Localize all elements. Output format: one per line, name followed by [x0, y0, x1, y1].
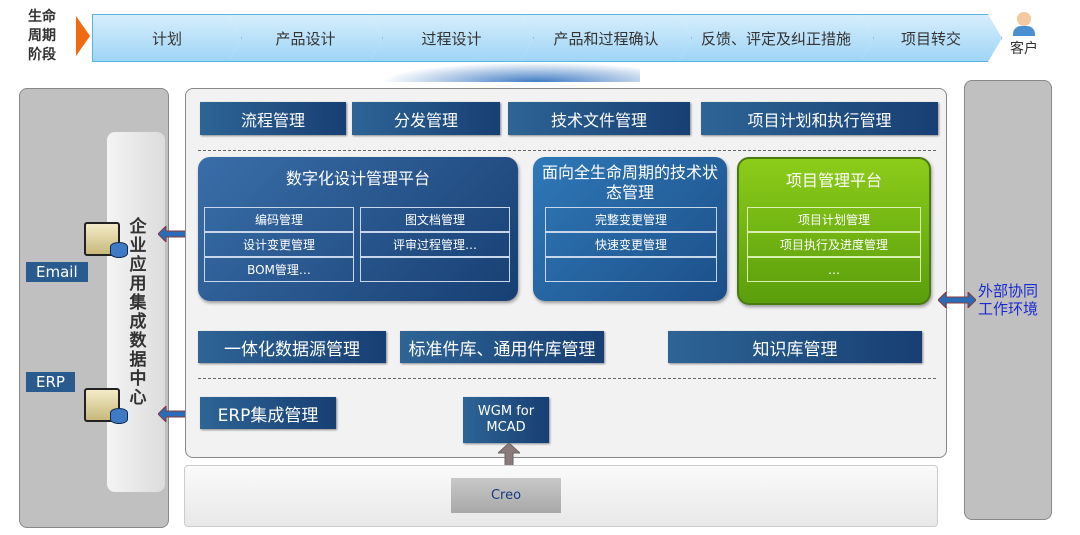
module-item: 设计变更管理 [204, 232, 354, 257]
divider [198, 378, 936, 379]
server-icon [84, 222, 120, 256]
eai-data-center: 企业应用集成数据中心 [107, 132, 165, 492]
double-arrow-icon [158, 226, 196, 242]
module-item [360, 257, 510, 282]
double-arrow-icon [938, 292, 976, 308]
stage-process-design: 过程设计 [369, 14, 534, 62]
module-item: 项目执行及进度管理 [747, 232, 921, 257]
module-item: BOM管理… [204, 257, 354, 282]
arrow-icon [76, 16, 90, 56]
module-item [545, 257, 717, 282]
tech-doc-mgmt: 技术文件管理 [508, 102, 690, 135]
lifecycle-stages: 计划 产品设计 过程设计 产品和过程确认 反馈、评定及纠正措施 项目转交 [92, 14, 1002, 62]
wgm-for-mcad: WGM for MCAD [463, 397, 549, 443]
customer-label: 客户 [1010, 41, 1038, 57]
stage-handover: 项目转交 [860, 14, 1002, 62]
double-arrow-icon [158, 406, 196, 422]
digital-design-platform: 数字化设计管理平台 编码管理 设计变更管理 BOM管理… 图文档管理 评审过程管… [198, 157, 518, 301]
divider [198, 150, 936, 151]
module-item: 项目计划管理 [747, 207, 921, 232]
project-plan-mgmt: 项目计划和执行管理 [701, 102, 938, 135]
module-item: 评审过程管理… [360, 232, 510, 257]
email-tag: Email [26, 262, 88, 282]
upward-arrow [380, 62, 640, 82]
database-icon [110, 242, 128, 258]
knowledge-base-mgmt: 知识库管理 [668, 331, 922, 363]
distribution-mgmt: 分发管理 [352, 102, 500, 135]
erp-tag: ERP [26, 372, 75, 392]
platform-title: 项目管理平台 [785, 171, 882, 190]
stage-product-design: 产品设计 [228, 14, 383, 62]
module-item: 编码管理 [204, 207, 354, 232]
external-collab-label: 外部协同工作环境 [977, 282, 1038, 318]
database-icon [110, 408, 128, 424]
module-item: 图文档管理 [360, 207, 510, 232]
config-mgmt-platform: 面向全生命周期的技术状态管理 完整变更管理 快速变更管理 [533, 157, 727, 301]
stage-validation: 产品和过程确认 [520, 14, 692, 62]
module-item: 完整变更管理 [545, 207, 717, 232]
workflow-mgmt: 流程管理 [200, 102, 346, 135]
module-item: 快速变更管理 [545, 232, 717, 257]
person-icon [1017, 12, 1031, 26]
lifecycle-label: 生命周期阶段 [28, 9, 56, 63]
customer: 客户 [1004, 12, 1044, 58]
erp-integration-mgmt: ERP集成管理 [200, 397, 336, 429]
external-collab-panel [964, 80, 1052, 520]
platform-title: 数字化设计管理平台 [285, 169, 430, 188]
project-mgmt-platform: 项目管理平台 项目计划管理 项目执行及进度管理 … [737, 157, 931, 305]
module-item: … [747, 257, 921, 282]
unified-data-mgmt: 一体化数据源管理 [198, 331, 386, 363]
stage-plan: 计划 [92, 14, 242, 62]
parts-library-mgmt: 标准件库、通用件库管理 [400, 331, 604, 363]
platform-title: 面向全生命周期的技术状态管理 [541, 163, 718, 202]
stage-feedback: 反馈、评定及纠正措施 [678, 14, 874, 62]
creo: Creo [451, 478, 561, 513]
cad-layer [184, 465, 938, 527]
